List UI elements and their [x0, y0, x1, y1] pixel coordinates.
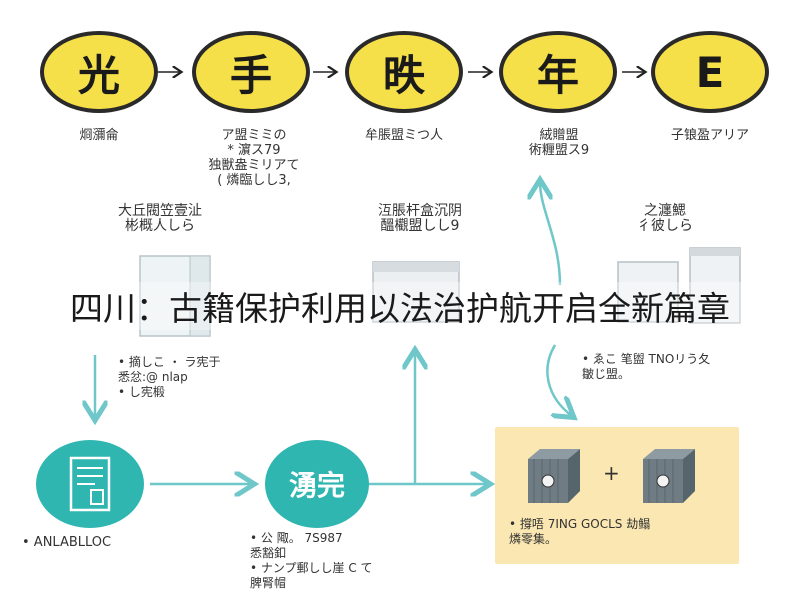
document-icon — [69, 456, 111, 512]
storage-box-icon-2 — [643, 449, 695, 503]
step-caption-2: ア盟ミミの * 濵ス79 独獣盎ミリアて ( 燐臨しし3, — [208, 128, 300, 188]
process-circle: 湧完 — [265, 440, 369, 528]
step-caption-3: 牟脹盟ミつ人 — [364, 128, 443, 143]
mid-label-left: 大丘閥笠壹沚 彬概人しら — [118, 203, 202, 234]
mid-label-middle: 沍脹杆盒沉阴 醞欟盟しし9 — [378, 203, 462, 234]
banner-title: 四川：古籍保护利用以法治护航开启全新篇章 — [0, 282, 800, 330]
step-caption-4: 絨贈盟 術糎盟ス9 — [528, 128, 590, 158]
arrow-curve-down — [546, 344, 572, 416]
arrow-curve-up — [540, 182, 562, 286]
panel-text: • 撐唔 7ING GOCLS 劫鳎 燐零集。 — [509, 517, 651, 546]
left-notes: • 摘しこ ・ ラ宪于 悉忿:@ nlap • し宪椴 — [118, 355, 221, 399]
step-circle-4: 年 — [499, 31, 617, 113]
bottom-left-label: • ANLABLLOC — [22, 535, 112, 550]
plus-sign: + — [603, 461, 620, 485]
step-circle-2: 手 — [192, 31, 310, 113]
mid-label-right: 之瀍鰓 彳彼しら — [637, 203, 693, 234]
step-caption-5: 子锒盈アリア — [670, 128, 749, 143]
machine-left — [139, 255, 211, 337]
step-circle-5: E — [651, 31, 769, 113]
archive-circle — [36, 440, 144, 528]
bottom-mid-notes: • 公 陬。 7S987 悉豁釦 • ナンプ郵しし崖 C て 脾腎帽 — [250, 531, 373, 590]
step-circle-1: 光 — [40, 31, 158, 113]
result-panel: + • 撐唔 7ING GOCLS 劫鳎 燐零集。 — [495, 427, 739, 564]
right-notes: • ゑこ 笔盥 TNOリう夂 皺じ盟。 — [582, 352, 711, 381]
machine-middle — [372, 261, 460, 323]
machine-right — [617, 247, 741, 324]
step-circle-3: 昳 — [345, 31, 463, 113]
step-caption-1: 烱瀰侖 — [79, 128, 119, 143]
storage-box-icon — [528, 449, 580, 503]
